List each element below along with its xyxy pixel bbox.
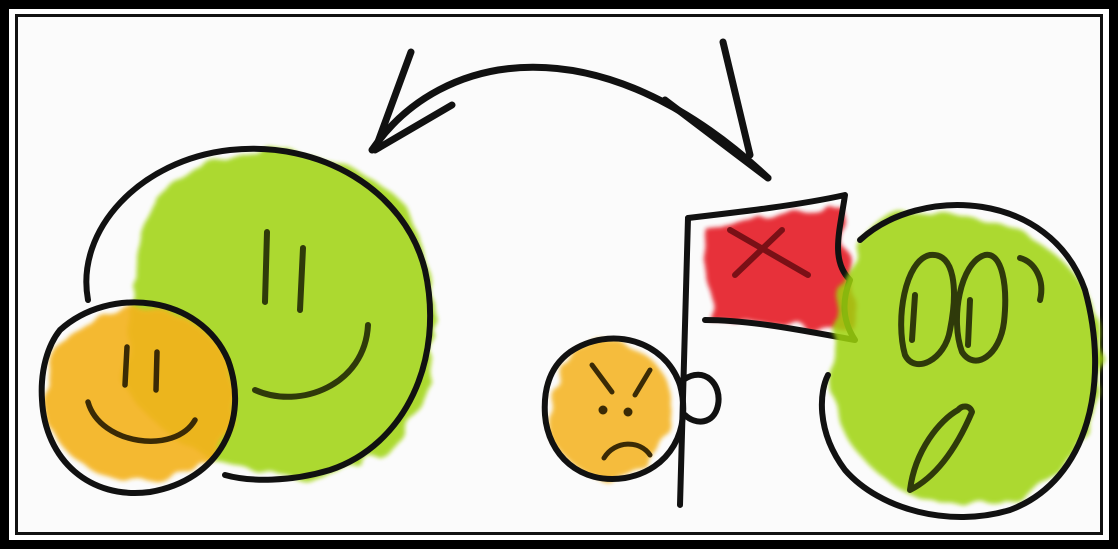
x-flag-icon xyxy=(680,195,855,505)
curved-double-arrow-icon xyxy=(372,42,768,178)
angry-small-face xyxy=(545,339,719,479)
small-happy-face xyxy=(42,302,235,493)
shocked-large-face xyxy=(822,205,1102,517)
